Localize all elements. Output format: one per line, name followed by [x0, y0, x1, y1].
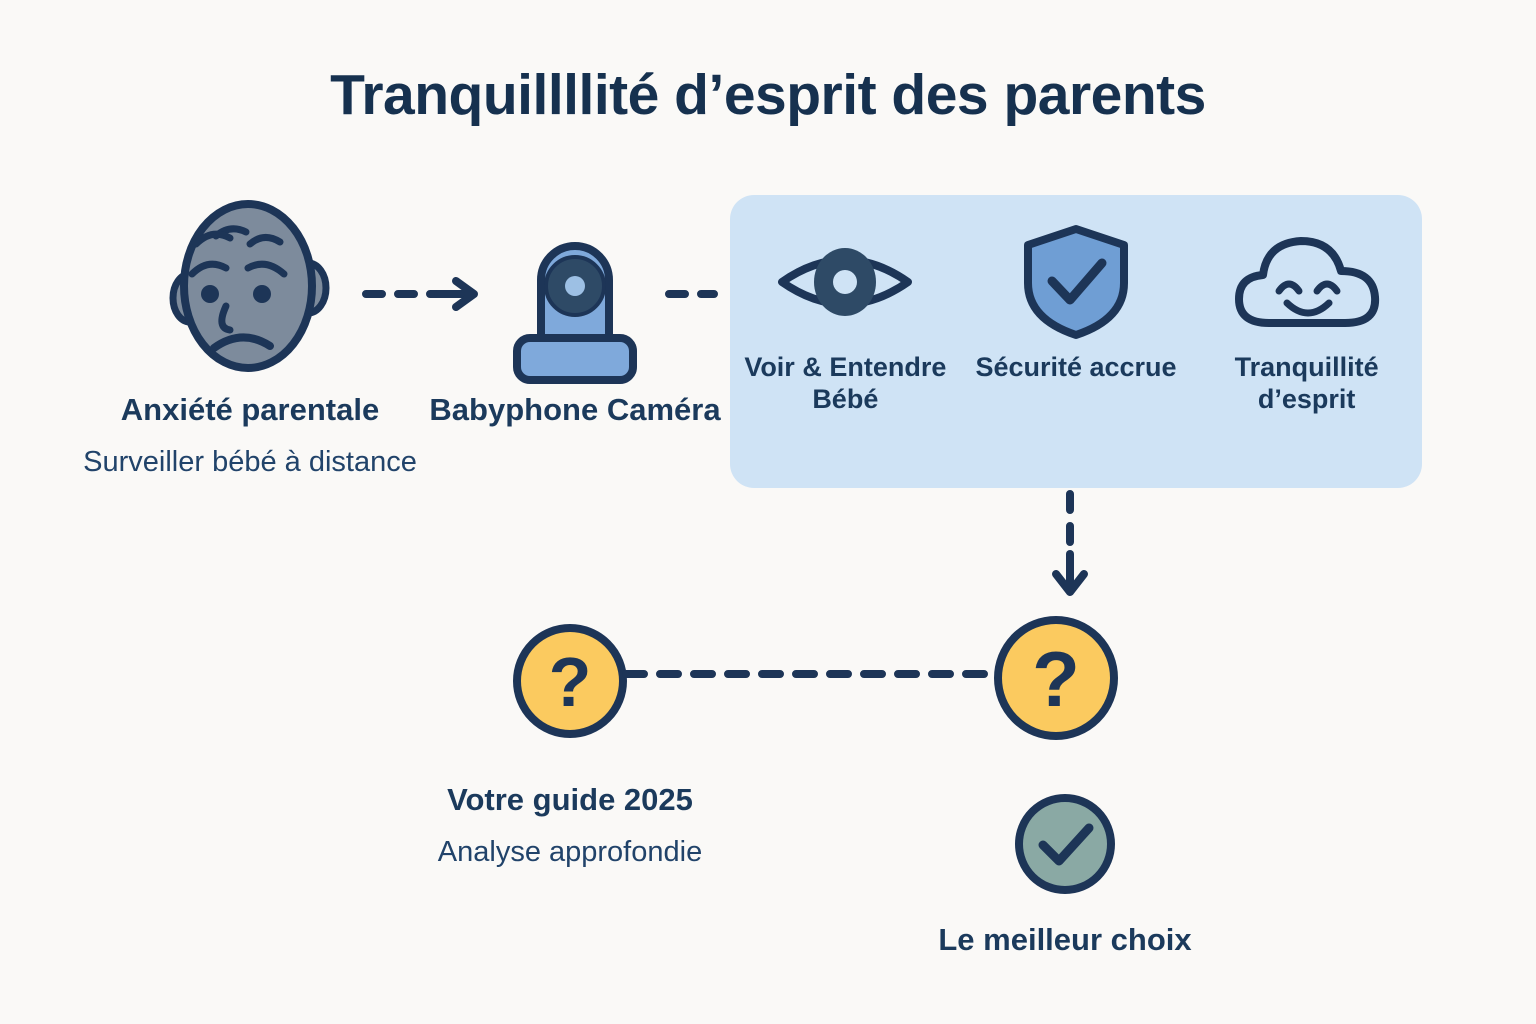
benefit-label-see-hear: Voir & Entendre Bébé	[744, 352, 947, 415]
node-anxiety: Anxiété parentale Surveiller bébé à dist…	[60, 188, 440, 479]
question-mark-circle-icon: ?	[990, 612, 1120, 749]
node-camera-title: Babyphone Caméra	[429, 392, 721, 427]
node-anxiety-title: Anxiété parentale	[120, 392, 380, 427]
node-best-choice: Le meilleur choix	[850, 790, 1280, 959]
question-mark-circle-icon: ?	[400, 620, 740, 760]
svg-text:?: ?	[1032, 635, 1080, 723]
node-camera: Babyphone Caméra	[410, 188, 740, 429]
baby-monitor-camera-icon	[410, 188, 740, 384]
benefit-label-security: Sécurité accrue	[975, 352, 1177, 382]
worried-face-icon	[60, 188, 440, 384]
smiling-cloud-icon	[1191, 223, 1422, 341]
benefit-label-peace: Tranquillité d’esprit	[1234, 352, 1379, 415]
node-guide-subtitle: Analyse approfondie	[437, 835, 703, 868]
shield-check-icon	[961, 223, 1192, 341]
node-guide-title: Votre guide 2025	[447, 782, 693, 817]
svg-text:?: ?	[549, 643, 592, 721]
benefits-panel: Voir & Entendre Bébé Sécurité accrue	[730, 195, 1422, 488]
benefit-item-security: Sécurité accrue	[961, 223, 1192, 488]
benefit-item-see-hear: Voir & Entendre Bébé	[730, 223, 961, 488]
page-title: Tranquillllité d’esprit des parents	[330, 63, 1206, 127]
check-circle-icon	[850, 790, 1280, 900]
benefit-item-peace: Tranquillité d’esprit	[1191, 223, 1422, 488]
node-anxiety-subtitle: Surveiller bébé à distance	[83, 445, 417, 478]
eye-icon	[730, 223, 961, 341]
node-question: ?	[990, 612, 1120, 749]
node-guide: ? Votre guide 2025 Analyse approfondie	[400, 620, 740, 869]
node-best-choice-title: Le meilleur choix	[938, 922, 1192, 957]
connector-benefits-to-question	[1040, 488, 1100, 603]
